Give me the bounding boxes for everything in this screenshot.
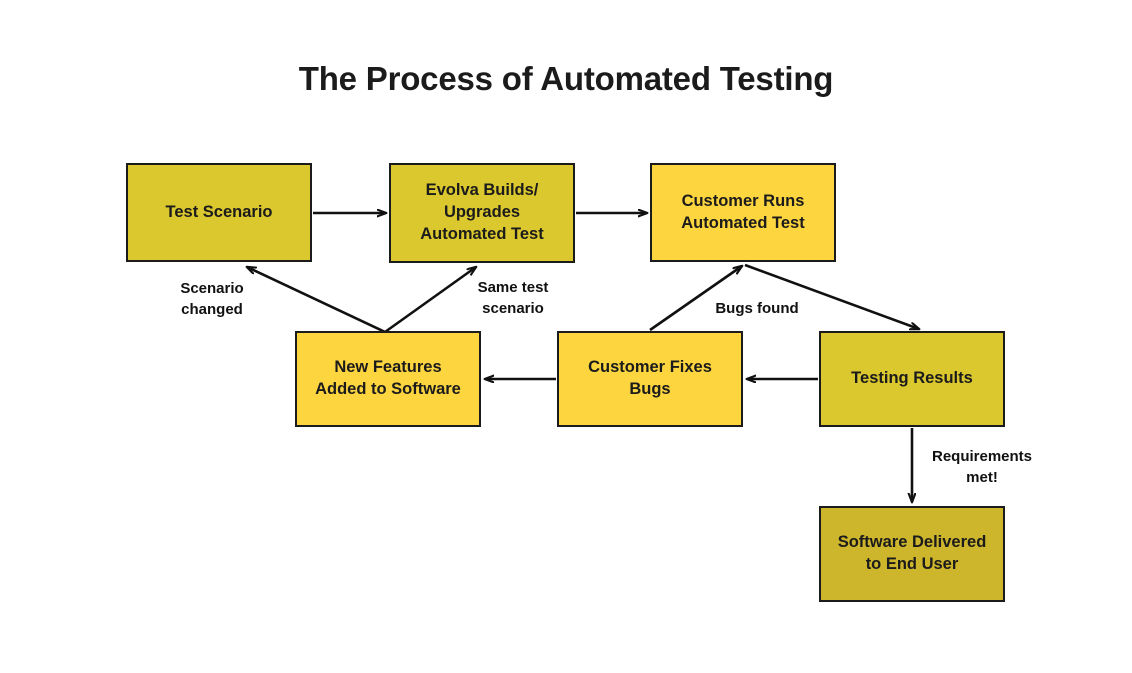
edge-new-features-to-test-scenario bbox=[247, 267, 386, 334]
node-label-customer-runs: Customer Runs Automated Test bbox=[681, 191, 805, 232]
node-label-customer-fixes: Customer Fixes Bugs bbox=[588, 358, 712, 398]
edge-new-features-to-evolva bbox=[384, 267, 476, 334]
node-label-test-scenario: Test Scenario bbox=[165, 202, 273, 221]
edge-label-bugs-found: Bugs found bbox=[715, 300, 799, 317]
node-testing-results[interactable]: Testing Results bbox=[819, 331, 1005, 427]
node-new-features[interactable]: New Features Added to Software bbox=[295, 331, 481, 427]
edge-label-same-test-scenario: Same test scenario bbox=[477, 279, 549, 317]
edge-customer-runs-to-customer-fixes bbox=[649, 266, 742, 332]
node-evolva-builds[interactable]: Evolva Builds/ Upgrades Automated Test bbox=[389, 163, 575, 263]
edge-label-requirements-met: Requirements met! bbox=[931, 448, 1033, 486]
node-label-new-features: New Features Added to Software bbox=[315, 358, 461, 398]
node-test-scenario[interactable]: Test Scenario bbox=[126, 163, 312, 262]
node-label-software-delivered: Software Delivered to End User bbox=[837, 533, 987, 573]
edge-customer-runs-to-testing-results bbox=[744, 263, 919, 329]
node-label-testing-results: Testing Results bbox=[851, 369, 973, 388]
node-software-delivered[interactable]: Software Delivered to End User bbox=[819, 506, 1005, 602]
edge-label-scenario-changed: Scenario changed bbox=[180, 280, 244, 318]
node-customer-fixes[interactable]: Customer Fixes Bugs bbox=[557, 331, 743, 427]
page-title: The Process of Automated Testing bbox=[298, 60, 834, 97]
node-customer-runs[interactable]: Customer Runs Automated Test bbox=[650, 163, 836, 262]
node-label-evolva-builds: Evolva Builds/ Upgrades Automated Test bbox=[420, 181, 544, 243]
